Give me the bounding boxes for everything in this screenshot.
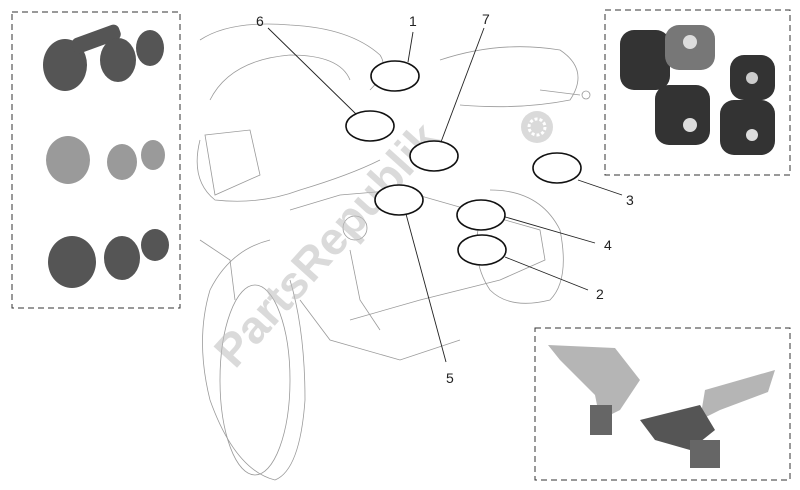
callout-ellipses — [345, 60, 582, 266]
callout-label-2: 2 — [596, 286, 604, 302]
callout-label-5: 5 — [446, 370, 454, 386]
inset-bolts — [11, 11, 181, 309]
callout-label-4: 4 — [604, 237, 612, 253]
inset-frame-sliders — [604, 9, 791, 176]
motorcycle-outline — [196, 23, 591, 481]
callout-label-1: 1 — [409, 13, 417, 29]
inset-rearsets — [534, 327, 791, 481]
callout-ellipse-2[interactable] — [457, 234, 507, 266]
callout-ellipse-7[interactable] — [409, 140, 459, 172]
callout-label-7: 7 — [482, 11, 490, 27]
callout-label-3: 3 — [626, 192, 634, 208]
callout-ellipse-4[interactable] — [456, 199, 506, 231]
callout-ellipse-3[interactable] — [532, 152, 582, 184]
gear-icon — [527, 117, 547, 137]
callout-label-6: 6 — [256, 13, 264, 29]
callout-ellipse-1[interactable] — [370, 60, 420, 92]
callout-ellipse-6[interactable] — [345, 110, 395, 142]
leader-lines — [267, 27, 623, 363]
callout-ellipse-5[interactable] — [374, 184, 424, 216]
